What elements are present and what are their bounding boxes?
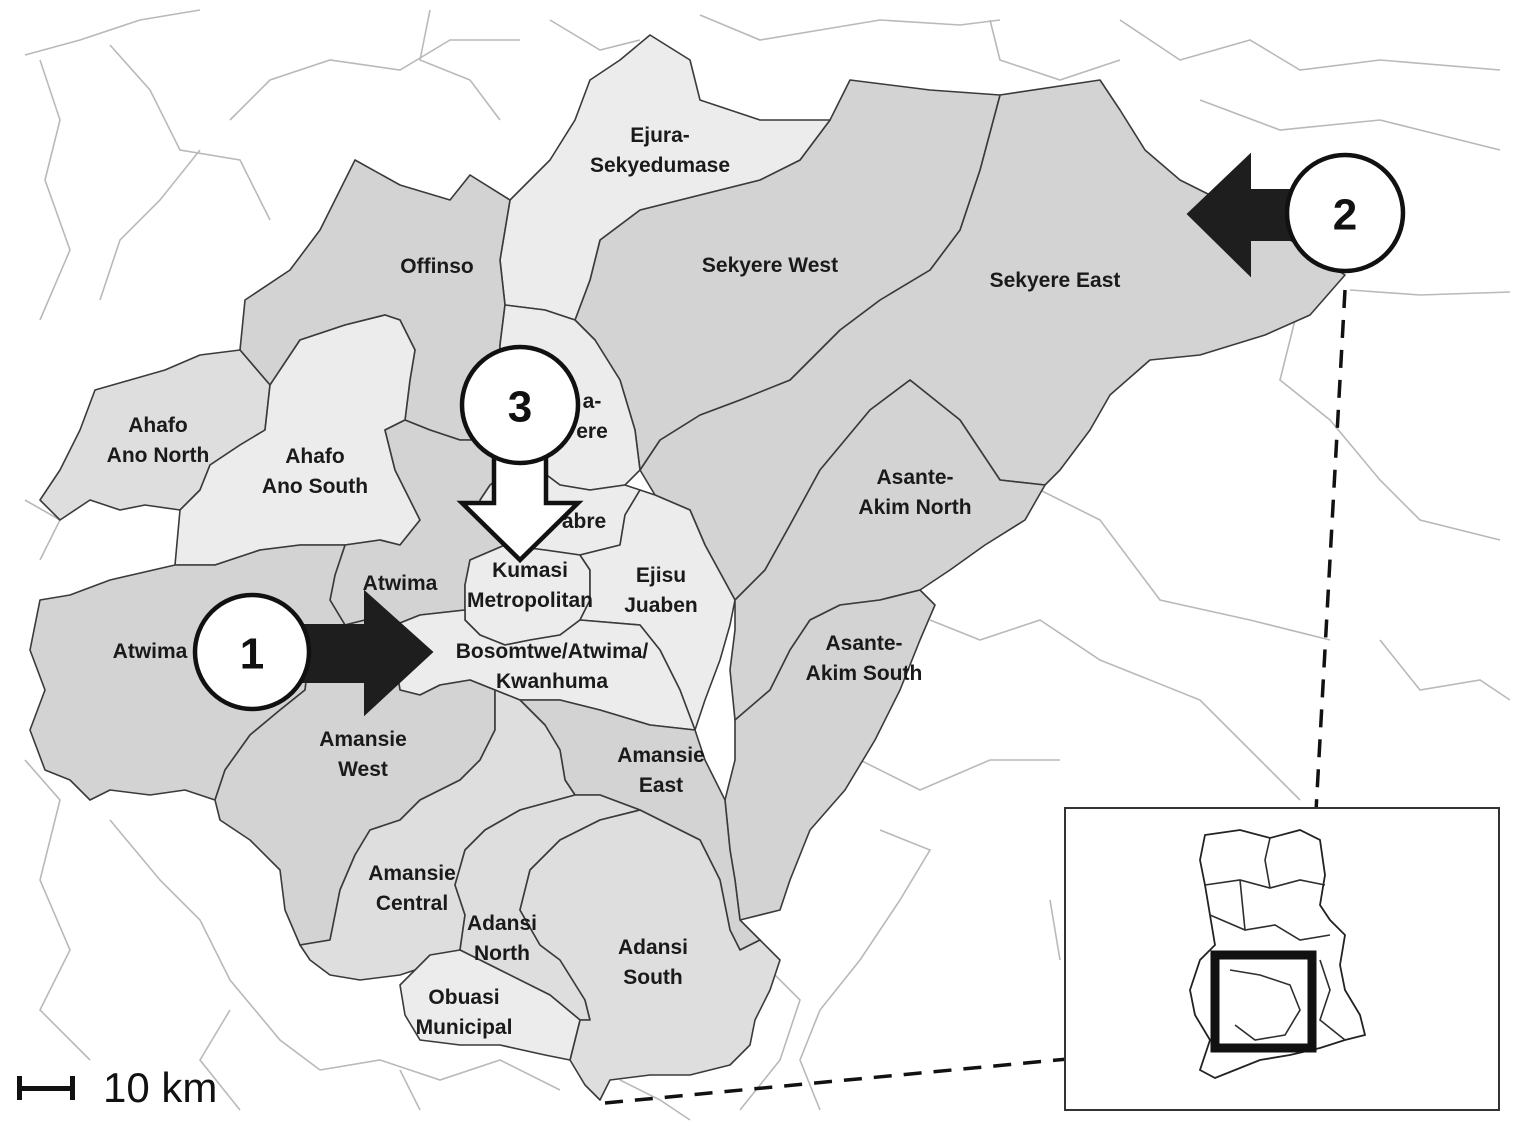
label-obuasi-1: Obuasi (428, 986, 499, 1009)
ghana-region-line-4 (1264, 837, 1271, 889)
label-offinso: Offinso (400, 255, 474, 278)
ghana-outline (1189, 829, 1367, 1079)
region-obuasi-municipal (399, 949, 581, 1061)
label-ejura-1: Ejura- (630, 124, 690, 147)
marker-1: 1 (192, 589, 434, 717)
marker-3: 3 (456, 344, 584, 564)
label-asante-akim-north-1: Asante- (876, 466, 953, 489)
region-adansi-south (519, 809, 781, 1101)
label-amansie-east-1: Amansie (617, 744, 705, 767)
region-ejura-sekyedumase (499, 34, 831, 321)
scale-bar-label: 10 km (103, 1064, 218, 1111)
marker-1-number: 1 (240, 630, 264, 679)
label-asante-akim-south-2: Akim South (806, 662, 923, 685)
label-atwima-west: Atwima (113, 640, 188, 663)
inset-frame (1064, 807, 1500, 1111)
ghana-region-line-6 (1319, 959, 1346, 1041)
label-ahafo-north-1: Ahafo (128, 414, 188, 437)
marker-2: 2 (1186, 152, 1406, 278)
label-ejisu-1: Ejisu (636, 564, 686, 587)
ghana-region-line-3 (1239, 879, 1246, 931)
marker-3-number: 3 (508, 383, 532, 432)
label-adansi-south-2: South (623, 966, 682, 989)
label-kumasi-2: Metropolitan (467, 589, 593, 612)
label-adansi-north-2: North (474, 942, 530, 965)
inset-ashanti-highlight-box (1210, 950, 1317, 1053)
label-ahafo-south-1: Ahafo (285, 445, 345, 468)
region-amansie-central (299, 689, 576, 981)
label-adansi-north-1: Adansi (467, 912, 537, 935)
label-bosomtwe-1: Bosomtwe/Atwima/ (456, 640, 649, 663)
arrow-1-icon (294, 589, 434, 717)
label-kumasi-1: Kumasi (492, 559, 568, 582)
label-bosomtwe-2: Kwanhuma (496, 670, 608, 693)
label-kwabre: abre (562, 510, 606, 533)
scale-bar-tick-right (70, 1076, 75, 1100)
label-amansie-east-2: East (639, 774, 683, 797)
scale-bar-line (17, 1086, 75, 1091)
label-amansie-central-2: Central (376, 892, 448, 915)
arrow-3-icon (456, 452, 584, 564)
marker-3-circle (459, 344, 581, 466)
label-amansie-west-1: Amansie (319, 728, 407, 751)
marker-1-circle (192, 592, 312, 712)
label-kwabre-upper-1: a- (583, 390, 602, 413)
label-asante-akim-north-2: Akim North (858, 496, 971, 519)
background-region-lines (24, 9, 1511, 1121)
label-ahafo-north-2: Ano North (107, 444, 210, 467)
marker-2-circle (1284, 152, 1406, 274)
marker-2-number: 2 (1333, 191, 1357, 240)
label-obuasi-2: Municipal (416, 1016, 513, 1039)
district-regions (29, 34, 1346, 1101)
scale-bar (17, 1076, 75, 1100)
label-ejisu-2: Juaben (624, 594, 698, 617)
label-ejura-2: Sekyedumase (590, 154, 730, 177)
label-amansie-west-2: West (338, 758, 388, 781)
label-kwabre-upper-2: ere (576, 420, 608, 443)
ghana-inset-map (1064, 807, 1500, 1111)
label-adansi-south-1: Adansi (618, 936, 688, 959)
label-asante-akim-south-1: Asante- (825, 632, 902, 655)
label-sekyere-east: Sekyere East (990, 269, 1121, 292)
label-sekyere-west: Sekyere West (702, 254, 838, 277)
ghana-region-line-5 (1229, 969, 1301, 1041)
ghana-region-line-2 (1209, 914, 1331, 941)
scale-bar-tick-left (17, 1076, 22, 1100)
district-labels: Ejura- Sekyedumase Offinso Sekyere West … (107, 124, 1121, 1039)
label-amansie-central-1: Amansie (368, 862, 456, 885)
label-ahafo-south-2: Ano South (262, 475, 368, 498)
label-atwima: Atwima (363, 572, 438, 595)
